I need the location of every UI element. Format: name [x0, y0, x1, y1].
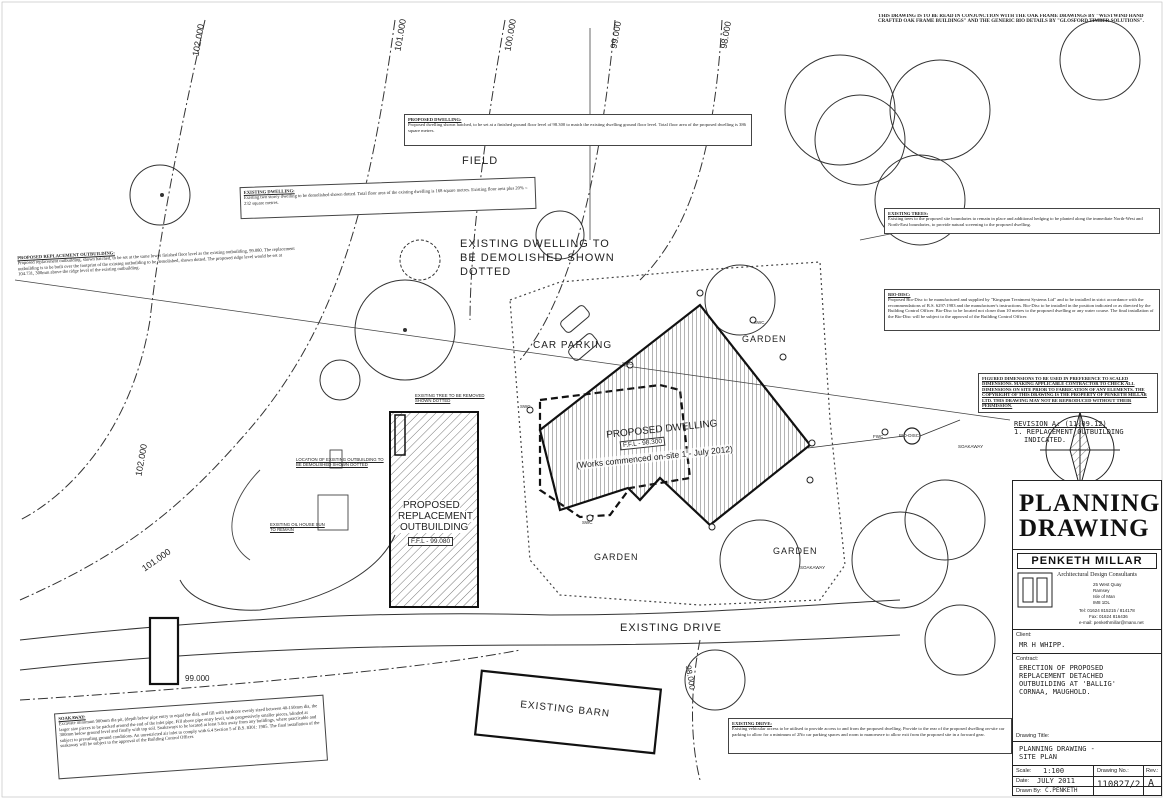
oil-house-note: EXISTING OIL HOUSE SUN TO REMAIN [270, 522, 325, 532]
scale-value: 1:100 [1043, 767, 1065, 775]
proposed-dwelling-note: PROPOSED DWELLING: Proposed dwelling sho… [404, 114, 752, 146]
outbuilding-label: REPLACEMENT [398, 511, 474, 522]
drawing-title-label: Drawing Title: [1016, 733, 1050, 739]
drawing-no-value: 110827/2 [1097, 780, 1141, 790]
date-value: JULY 2011 [1037, 777, 1075, 785]
revision-note: REVISION A: (11.09.12) 1. REPLACEMENT OU… [1014, 420, 1124, 444]
title-block: PLANNING DRAWING PENKETH MILLAR Architec… [1012, 480, 1162, 796]
scale-label: Scale: [1016, 768, 1032, 774]
client-label: Client: [1016, 632, 1032, 638]
contour-99b [19, 649, 521, 701]
contour-99 [519, 19, 616, 361]
garden-label: GARDEN [742, 334, 787, 344]
drawing-title-value: PLANNING DRAWING - SITE PLAN [1019, 745, 1095, 761]
existing-dwelling-label: BE DEMOLISHED SHOWN [460, 252, 615, 264]
svp-label: SWC [582, 520, 593, 525]
tel: Tel: 01624 815215 / 814178 [1079, 608, 1135, 613]
drawing-no-label: Drawing No.: [1097, 768, 1129, 774]
planning-drawing-title: PLANNING DRAWING [1019, 490, 1161, 542]
proposed-dwelling-footprint [538, 303, 812, 527]
outbuilding-label: PROPOSED [403, 500, 460, 511]
header-note: THIS DRAWING IS TO BE READ IN CONJUNCTIO… [878, 14, 1144, 25]
address-line: Ramsey [1093, 588, 1110, 593]
existing-dwelling-label: DOTTED [460, 266, 512, 278]
rev-label: Rev.: [1146, 768, 1159, 774]
outbuilding-ffl: F.F.L - 99.080 [408, 537, 454, 546]
drawn-by-value: C.PENKETH [1045, 787, 1078, 794]
email: e-mail: penkethmillar@manx.net [1079, 620, 1144, 625]
svp-label: SWC [754, 320, 765, 325]
contour-101 [19, 19, 396, 601]
contract-label: Contract: [1016, 656, 1039, 662]
existing-drive-label: EXISTING DRIVE [620, 622, 723, 634]
svp-label: SWC [520, 404, 531, 409]
address-line: Isle of Man [1093, 594, 1116, 599]
dimensions-note: FIGURED DIMENSIONS TO BE USED IN PREFERE… [978, 373, 1158, 413]
bio-disc-note: BIO-DISC: Proposed Bio-Disc to be manufa… [884, 289, 1160, 331]
bio-disc-label: BIO-DISC [899, 433, 920, 438]
tree-removed-note: EXISTING TREE TO BE REMOVED SHOWN DOTTED [415, 393, 485, 403]
firm-logo-icon [1017, 572, 1053, 608]
contour-98 [639, 19, 723, 281]
firm-subtitle: Architectural Design Consultants [1057, 572, 1137, 578]
fax: Fax: 01624 816436 [1089, 614, 1128, 619]
car-parking-label: CAR PARKING [533, 340, 613, 351]
existing-dwelling-label: EXISTING DWELLING TO [460, 238, 610, 250]
address-line: IM8 1DL [1093, 600, 1111, 605]
date-label: Date: [1016, 778, 1030, 784]
contour-102 [19, 19, 206, 521]
existing-trees-note: EXISTING TREES: Existing trees to the pr… [884, 208, 1160, 234]
address-line: 25 West Quay [1093, 582, 1122, 587]
soakaway-label: SOAKAWAY [958, 444, 984, 449]
svp-label: SWC [622, 361, 633, 366]
garden-label: GARDEN [594, 552, 639, 562]
client-value: MR H WHIPP. [1019, 641, 1066, 649]
existing-drive-note: EXISTING DRIVE: Existing vehicular acces… [728, 718, 1012, 754]
contract-value: ERECTION OF PROPOSED REPLACEMENT DETACHE… [1019, 664, 1116, 696]
location-outbuilding-note: LOCATION OF EXISTING OUTBUILDING TO BE D… [296, 457, 384, 467]
rev-value: A [1148, 778, 1155, 789]
fwc-label: FWC [873, 434, 884, 439]
access-path [179, 534, 396, 611]
field-label: FIELD [462, 155, 499, 167]
existing-barn [473, 669, 663, 755]
soakaway-label: SOAKAWAY [800, 565, 826, 570]
contour-98b [692, 639, 701, 781]
garden-label: GARDEN [773, 546, 818, 556]
drawn-by-label: Drawn By: [1016, 788, 1042, 794]
site-boundary [509, 261, 846, 606]
outbuilding-label: OUTBUILDING [400, 522, 469, 533]
firm-name: PENKETH MILLAR [1017, 553, 1157, 569]
contour-label: 99.000 [185, 674, 210, 683]
